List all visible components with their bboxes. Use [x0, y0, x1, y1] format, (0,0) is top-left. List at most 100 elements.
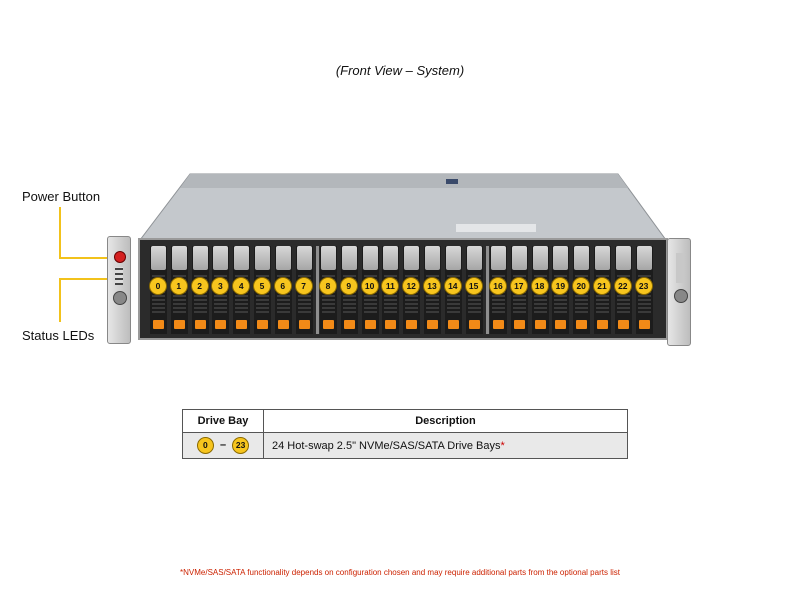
- drive-bay-18[interactable]: 18: [530, 246, 549, 334]
- drive-bay-12[interactable]: 12: [402, 246, 421, 334]
- drive-bay-7[interactable]: 7: [294, 246, 313, 334]
- drive-bay-3[interactable]: 3: [211, 246, 230, 334]
- drive-bay-4[interactable]: 4: [232, 246, 251, 334]
- drive-bay-latch[interactable]: [511, 246, 527, 270]
- drive-bay-led: [576, 320, 588, 329]
- bay-group-divider: [316, 246, 319, 334]
- drive-bay-latch[interactable]: [425, 246, 440, 270]
- power-button-callout-line: [59, 207, 61, 259]
- drive-bay-latch[interactable]: [151, 246, 166, 270]
- table-row: 0 – 23 24 Hot-swap 2.5" NVMe/SAS/SATA Dr…: [182, 432, 628, 459]
- drive-bay-latch[interactable]: [255, 246, 270, 270]
- drive-bay-latch[interactable]: [595, 246, 610, 270]
- drive-bay-number-badge: 12: [402, 277, 421, 295]
- drive-bay-23[interactable]: 23: [634, 246, 653, 334]
- drive-bay-led: [364, 320, 376, 329]
- drive-bay-led: [323, 320, 334, 329]
- right-ear-screw-icon: [674, 289, 688, 303]
- drive-bay-latch[interactable]: [171, 246, 187, 270]
- drive-bay-latch[interactable]: [275, 246, 291, 270]
- drive-bay-latch[interactable]: [213, 246, 229, 270]
- drive-bay-number-badge: 16: [489, 277, 507, 295]
- drive-bay-number-badge: 20: [572, 277, 591, 295]
- power-button[interactable]: [114, 251, 126, 263]
- drive-bay-table: Drive Bay Description 0 – 23 24 Hot-swap…: [182, 409, 628, 459]
- drive-bay-number-badge: 6: [273, 277, 292, 295]
- drive-bay-latch[interactable]: [445, 246, 461, 270]
- table-header-description: Description: [263, 409, 628, 433]
- drive-bay-15[interactable]: 15: [464, 246, 483, 334]
- drive-bay-13[interactable]: 13: [423, 246, 441, 334]
- drive-bay-led: [277, 320, 289, 329]
- drive-bay-latch[interactable]: [362, 246, 378, 270]
- bay-range-dash: –: [219, 439, 227, 452]
- drive-bay-led: [215, 320, 227, 329]
- drive-bay-latch[interactable]: [192, 246, 208, 270]
- drive-bay-led: [534, 320, 546, 329]
- drive-bay-number-badge: 22: [613, 277, 632, 295]
- drive-bay-6[interactable]: 6: [273, 246, 292, 334]
- bay-group-divider: [486, 246, 489, 334]
- drive-bay-11[interactable]: 11: [381, 246, 400, 334]
- drive-bay-led: [493, 320, 504, 329]
- drive-bay-19[interactable]: 19: [551, 246, 570, 334]
- right-rack-ear: [667, 238, 691, 346]
- drive-bay-latch[interactable]: [341, 246, 357, 270]
- status-leds-callout-line-h: [59, 278, 107, 280]
- left-rack-ear: [107, 236, 131, 344]
- drive-bay-number-badge: 3: [211, 277, 230, 295]
- drive-bay-latch[interactable]: [321, 246, 336, 270]
- drive-bay-number-badge: 0: [149, 277, 167, 295]
- drive-bay-number-badge: 11: [381, 277, 400, 295]
- drive-bay-17[interactable]: 17: [509, 246, 528, 334]
- drive-bay-21[interactable]: 21: [593, 246, 611, 334]
- drive-bay-0[interactable]: 0: [149, 246, 167, 334]
- drive-bay-led: [194, 320, 206, 329]
- drive-bay-latch[interactable]: [532, 246, 548, 270]
- left-ear-screw-icon: [113, 291, 127, 305]
- drive-bay-latch[interactable]: [383, 246, 399, 270]
- drive-bay-latch[interactable]: [636, 246, 652, 270]
- drive-bay-led: [385, 320, 397, 329]
- drive-bay-number-badge: 23: [634, 277, 653, 295]
- drive-bay-latch[interactable]: [296, 246, 312, 270]
- drive-bay-number-badge: 9: [339, 277, 358, 295]
- drive-bay-20[interactable]: 20: [572, 246, 591, 334]
- table-header-row: Drive Bay Description: [182, 409, 628, 433]
- drive-bay-2[interactable]: 2: [190, 246, 209, 334]
- bay-end-badge: 23: [232, 437, 250, 454]
- drive-bay-latch[interactable]: [404, 246, 420, 270]
- drive-bay-led: [468, 320, 480, 329]
- drive-bay-latch[interactable]: [234, 246, 250, 270]
- page-title: (Front View – System): [335, 63, 465, 78]
- drive-bay-latch[interactable]: [491, 246, 506, 270]
- drive-bay-latch[interactable]: [615, 246, 631, 270]
- drive-bay-number-badge: 17: [509, 277, 528, 295]
- drive-bay-5[interactable]: 5: [253, 246, 271, 334]
- status-leds-callout-line: [59, 278, 61, 322]
- drive-bay-led: [257, 320, 268, 329]
- drive-bay-latch[interactable]: [466, 246, 482, 270]
- drive-bay-number-badge: 19: [551, 277, 570, 295]
- drive-bay-led: [343, 320, 355, 329]
- drive-bay-led: [513, 320, 525, 329]
- drive-bay-9[interactable]: 9: [339, 246, 358, 334]
- drive-bay-number-badge: 18: [530, 277, 549, 295]
- drive-bay-range-cell: 0 – 23: [182, 432, 264, 459]
- drive-bay-1[interactable]: 1: [169, 246, 188, 334]
- drive-bay-8[interactable]: 8: [319, 246, 337, 334]
- drive-bay-22[interactable]: 22: [613, 246, 632, 334]
- drive-bay-led: [617, 320, 629, 329]
- drive-bay-16[interactable]: 16: [489, 246, 507, 334]
- drive-bay-10[interactable]: 10: [360, 246, 379, 334]
- description-asterisk: *: [500, 439, 505, 452]
- drive-bay-led: [298, 320, 310, 329]
- brand-logo: [676, 253, 684, 283]
- drive-bay-latch[interactable]: [553, 246, 569, 270]
- drive-bay-latch[interactable]: [574, 246, 590, 270]
- drive-bay-14[interactable]: 14: [443, 246, 462, 334]
- drive-bay-number-badge: 14: [443, 277, 462, 295]
- status-leds: [115, 267, 123, 285]
- drive-bay-led: [153, 320, 164, 329]
